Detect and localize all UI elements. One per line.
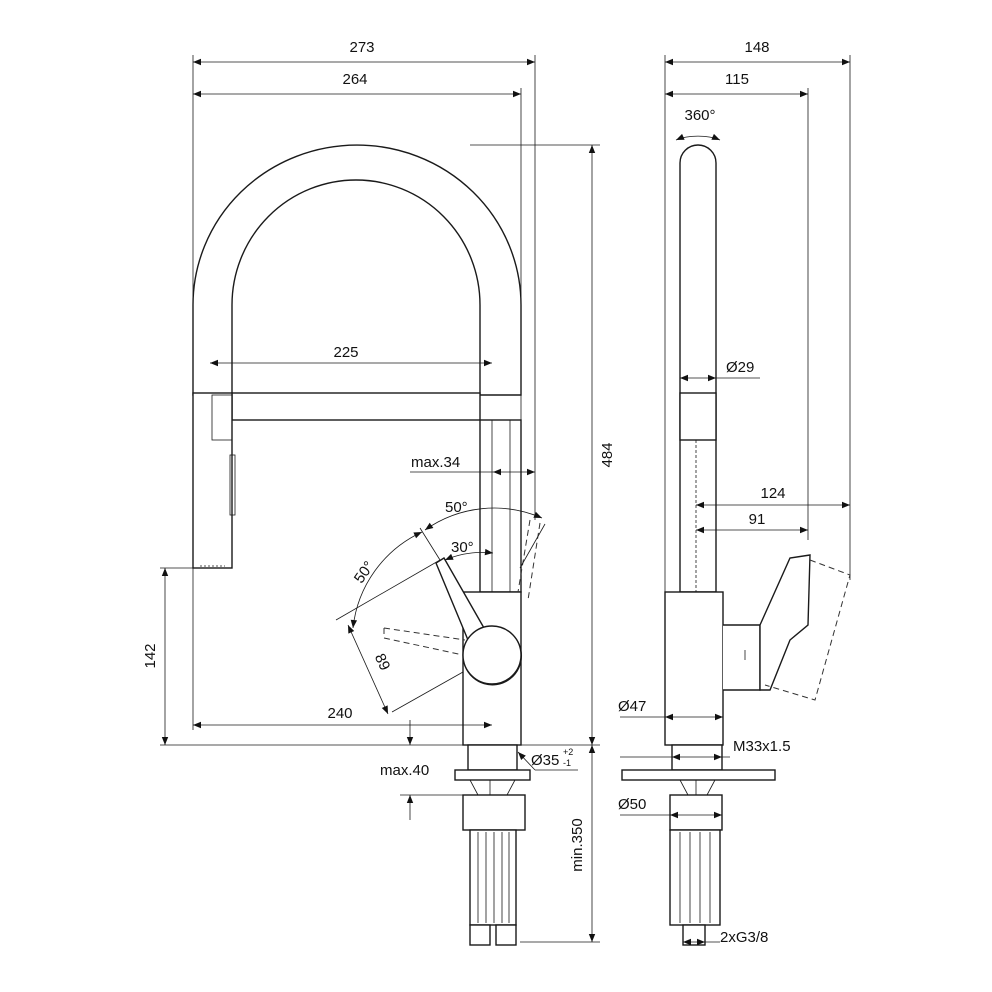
side-lever-mount [723,624,761,691]
hose-arc [192,144,522,396]
connection-nut-1 [469,924,491,946]
dim-min350: min.350 [569,818,586,871]
side-body [664,591,724,746]
dim-lever-length: 89 [371,651,393,673]
front-view: 273 264 225 484 max.34 50° 30° 50° 89 14… [142,39,616,946]
dim-max34: max.34 [411,454,460,471]
dim-body-dia: Ø47 [618,698,646,715]
dim-lever-50-side: 50° [351,558,378,586]
side-shank [669,829,721,926]
dim-hole-tol-minus: -1 [563,758,571,768]
side-dimension-labels: 148 115 360° Ø29 124 91 Ø47 M33x1.5 Ø50 … [618,39,791,946]
base-neck [467,744,518,771]
spout-tube [479,419,522,593]
dim-tube-dia: Ø29 [726,359,754,376]
dim-hole-tol-plus: +2 [563,747,573,757]
dim-240: 240 [327,705,352,722]
connection-nut-2 [495,924,517,946]
dim-115: 115 [725,71,749,88]
dim-225: 225 [333,344,358,361]
dim-264: 264 [342,71,367,88]
dim-91: 91 [749,511,766,528]
side-mounting-nut [669,794,723,831]
dim-max40: max.40 [380,762,429,779]
faucet-front [192,144,541,946]
lever-hub [462,625,522,685]
faucet-side [621,144,851,946]
dim-142: 142 [142,643,159,668]
side-dock-band [679,392,717,441]
side-view: 148 115 360° Ø29 124 91 Ø47 M33x1.5 Ø50 … [618,39,851,946]
side-base-neck [671,744,723,771]
spray-head [192,392,233,569]
side-lever [759,554,811,691]
dim-lever-50-upper: 50° [445,499,468,516]
side-base-flange [621,769,776,781]
side-tube [679,144,717,593]
rotation-360: 360° [684,107,715,124]
dim-connections: 2xG3/8 [720,929,768,946]
front-dimension-labels: 273 264 225 484 max.34 50° 30° 50° 89 14… [142,39,616,872]
dim-flange-dia: Ø50 [618,796,646,813]
dim-273: 273 [349,39,374,56]
side-dimension-lines [620,58,850,946]
dim-148: 148 [744,39,769,56]
dim-hole-dia: Ø35 [531,752,559,769]
dim-484: 484 [599,442,616,467]
dim-124: 124 [760,485,785,502]
side-extension-lines [620,55,851,943]
dim-lever-30: 30° [451,539,474,556]
front-dimension-lines [161,58,596,942]
mounting-nut [462,794,526,831]
base-flange [454,769,531,781]
dim-thread: M33x1.5 [733,738,791,755]
hose-dock [231,392,481,421]
